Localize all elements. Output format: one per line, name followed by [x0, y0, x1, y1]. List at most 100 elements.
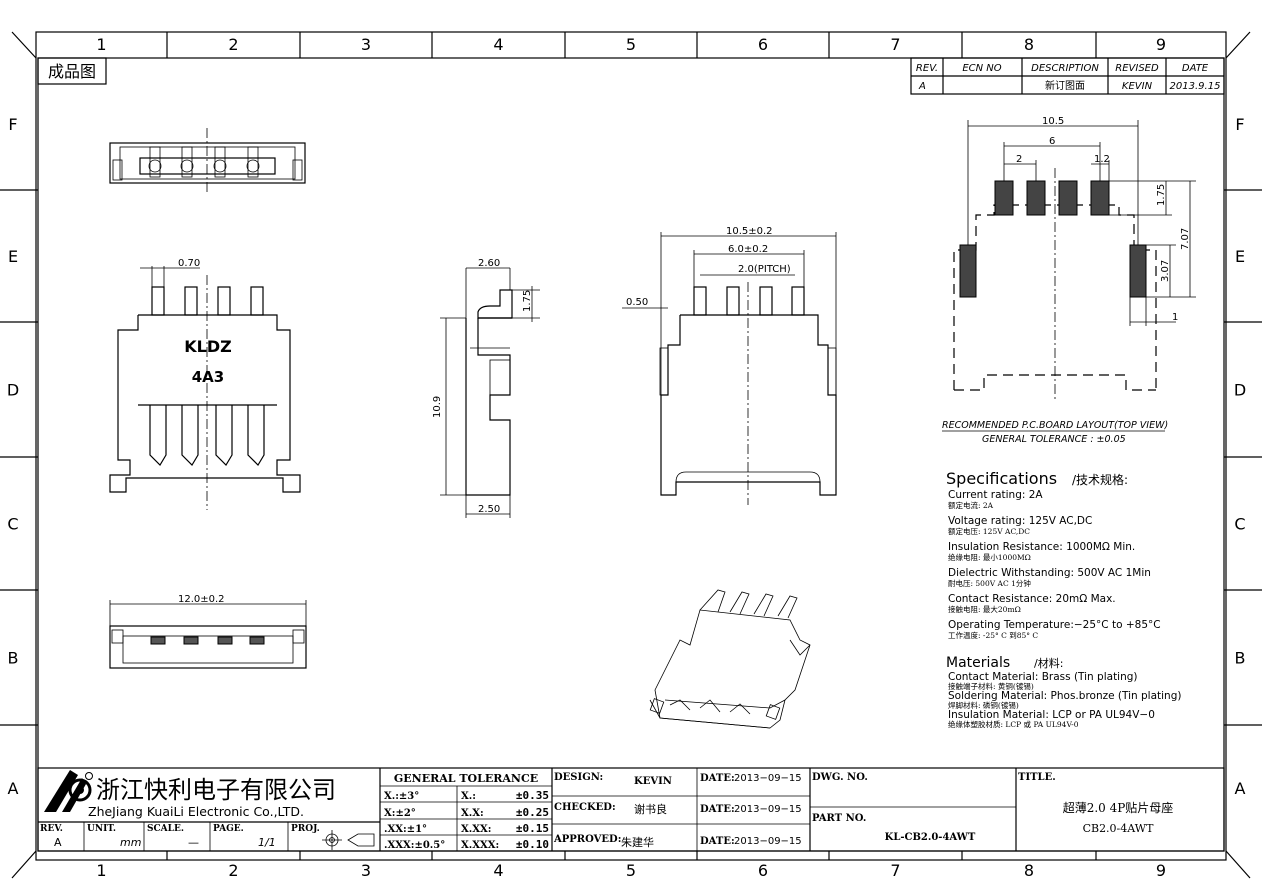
- tolerance-linear-value: ±0.15: [516, 822, 549, 835]
- front-dim-pin: 0.70: [178, 258, 200, 269]
- scale-value: —: [188, 836, 199, 849]
- unit-value: mm: [120, 836, 141, 849]
- bottom-view: 12.0±0.2: [109, 594, 307, 669]
- isometric-view: [649, 589, 811, 729]
- material-item-en: Insulation Material: LCP or PA UL94V−0: [948, 709, 1155, 721]
- rear-dim-pins: 6.0±0.2: [728, 244, 768, 255]
- pcb-dim-pitch: 2: [1016, 154, 1022, 165]
- title-code: CB2.0-4AWT: [1083, 822, 1155, 835]
- spec-item-cn: 耐电压: 500V AC 1分钟: [948, 578, 1031, 588]
- front-code: 4A3: [192, 368, 224, 386]
- projection-symbol-icon: [322, 830, 375, 850]
- pcb-dim-total-h: 7.07: [1180, 228, 1191, 250]
- pcb-pad-2: [1026, 180, 1046, 216]
- bottom-dim-overall: 12.0±0.2: [178, 594, 225, 605]
- revision-table: REV. ECN NO DESCRIPTION REVISED DATE A 新…: [910, 57, 1225, 95]
- side-dim-height: 10.9: [432, 396, 443, 418]
- row-label-right: C: [1234, 515, 1245, 534]
- pcb-dim-side-pad: 3.07: [1160, 260, 1171, 282]
- pcb-dim-pins: 6: [1049, 136, 1055, 147]
- design-label: DESIGN:: [554, 772, 603, 783]
- column-label-bottom: 2: [228, 861, 238, 880]
- row-label-right: B: [1235, 649, 1246, 668]
- corner-tl: [11, 31, 37, 59]
- pcb-dim-gap: 1.2: [1094, 154, 1110, 165]
- side-dim-bottom: 2.50: [478, 504, 500, 515]
- column-label-bottom: 5: [626, 861, 636, 880]
- date-label-3: DATE:: [700, 836, 735, 847]
- corner-tr: [1225, 31, 1251, 59]
- spec-item-en: Contact Resistance: 20mΩ Max.: [948, 593, 1116, 605]
- date-value-3: 2013−09−15: [734, 836, 802, 847]
- design-value: KEVIN: [634, 776, 672, 787]
- corner-bl: [11, 850, 37, 879]
- tolerance-linear-value: ±0.10: [516, 838, 549, 851]
- column-label-bottom: 1: [96, 861, 106, 880]
- tolerance-angle: X:±2°: [384, 808, 416, 819]
- spec-item-en: Current rating: 2A: [948, 489, 1043, 501]
- date-label-1: DATE:: [700, 773, 735, 784]
- side-dim-top: 2.60: [478, 258, 500, 269]
- top-view: [109, 128, 306, 195]
- rear-dim-overall: 10.5±0.2: [726, 226, 773, 237]
- tolerance-linear-label: X.XX:: [461, 824, 491, 835]
- rev-value: A: [54, 836, 62, 849]
- checked-label: CHECKED:: [554, 802, 616, 813]
- side-view: 2.60 1.75 10.9 2.50: [432, 258, 540, 518]
- outer-border: [35, 31, 1227, 861]
- page-value: 1/1: [258, 836, 276, 849]
- column-label-top: 7: [890, 35, 900, 54]
- tolerance-angle: .XX:±1°: [384, 824, 427, 835]
- corner-br: [1225, 850, 1251, 879]
- pcb-side-pad-left: [959, 244, 977, 298]
- spec-item-cn: 绝缘电阻: 最小1000MΩ: [948, 552, 1031, 562]
- date-value: 2013.9.15: [1170, 81, 1221, 92]
- materials-heading: Materials: [946, 655, 1010, 671]
- row-label-right: E: [1235, 247, 1245, 266]
- pcb-pad-4: [1090, 180, 1110, 216]
- pcb-pad-1: [994, 180, 1014, 216]
- spec-item-cn: 接触电阻: 最大20mΩ: [948, 604, 1021, 614]
- column-label-bottom: 3: [361, 861, 371, 880]
- scale-label: SCALE.: [147, 824, 184, 834]
- column-label-bottom: 8: [1024, 861, 1034, 880]
- proj-label: PROJ.: [291, 824, 320, 834]
- drawing-title-box: [37, 57, 107, 85]
- tolerance-angle: .XXX:±0.5°: [384, 840, 445, 851]
- material-item-en: Contact Material: Brass (Tin plating): [948, 671, 1138, 683]
- pcb-layout: 10.5 6 2 1.2 1.75 7.07 3.07 1 RECOMMENDE…: [942, 116, 1196, 445]
- row-label-right: F: [1235, 115, 1244, 134]
- pcb-tolerance: GENERAL TOLERANCE : ±0.05: [982, 434, 1126, 445]
- checked-value: 谢书良: [634, 802, 667, 816]
- tolerance-angle: X.:±3°: [384, 791, 419, 802]
- column-label-top: 9: [1156, 35, 1166, 54]
- column-label-bottom: 7: [890, 861, 900, 880]
- row-label-left: E: [8, 247, 18, 266]
- spec-item-en: Operating Temperature:−25°C to +85°C: [948, 619, 1161, 631]
- rear-dim-pitch: 2.0(PITCH): [738, 264, 791, 275]
- column-label-top: 2: [228, 35, 238, 54]
- description-header: DESCRIPTION: [1031, 63, 1099, 74]
- material-item-en: Soldering Material: Phos.bronze (Tin pla…: [948, 690, 1181, 702]
- part-no-label: PART NO.: [812, 813, 866, 824]
- tolerance-heading: GENERAL TOLERANCE: [394, 772, 538, 785]
- tolerance-linear-label: X.XXX:: [461, 840, 499, 851]
- column-label-bottom: 9: [1156, 861, 1166, 880]
- rev-value: A: [918, 81, 926, 92]
- row-label-left: D: [7, 381, 19, 400]
- row-label-left: B: [8, 649, 19, 668]
- tolerance-linear-value: ±0.35: [516, 789, 549, 802]
- material-item-cn: 接触端子材料: 黄铜(镀锡): [948, 681, 1034, 691]
- specifications: Specifications /技术规格: Current rating: 2A…: [946, 469, 1181, 729]
- page-label: PAGE.: [213, 824, 244, 834]
- dwg-no-label: DWG. NO.: [812, 772, 868, 783]
- spec-item-en: Insulation Resistance: 1000MΩ Min.: [948, 541, 1135, 553]
- revised-header: REVISED: [1115, 63, 1159, 74]
- row-label-right: A: [1235, 779, 1246, 798]
- spec-item-cn: 额定电压: 125V AC,DC: [948, 526, 1030, 536]
- tolerance-linear-label: X.:: [461, 791, 476, 802]
- date-value-1: 2013−09−15: [734, 773, 802, 784]
- spec-heading-cn: /技术规格:: [1072, 472, 1128, 487]
